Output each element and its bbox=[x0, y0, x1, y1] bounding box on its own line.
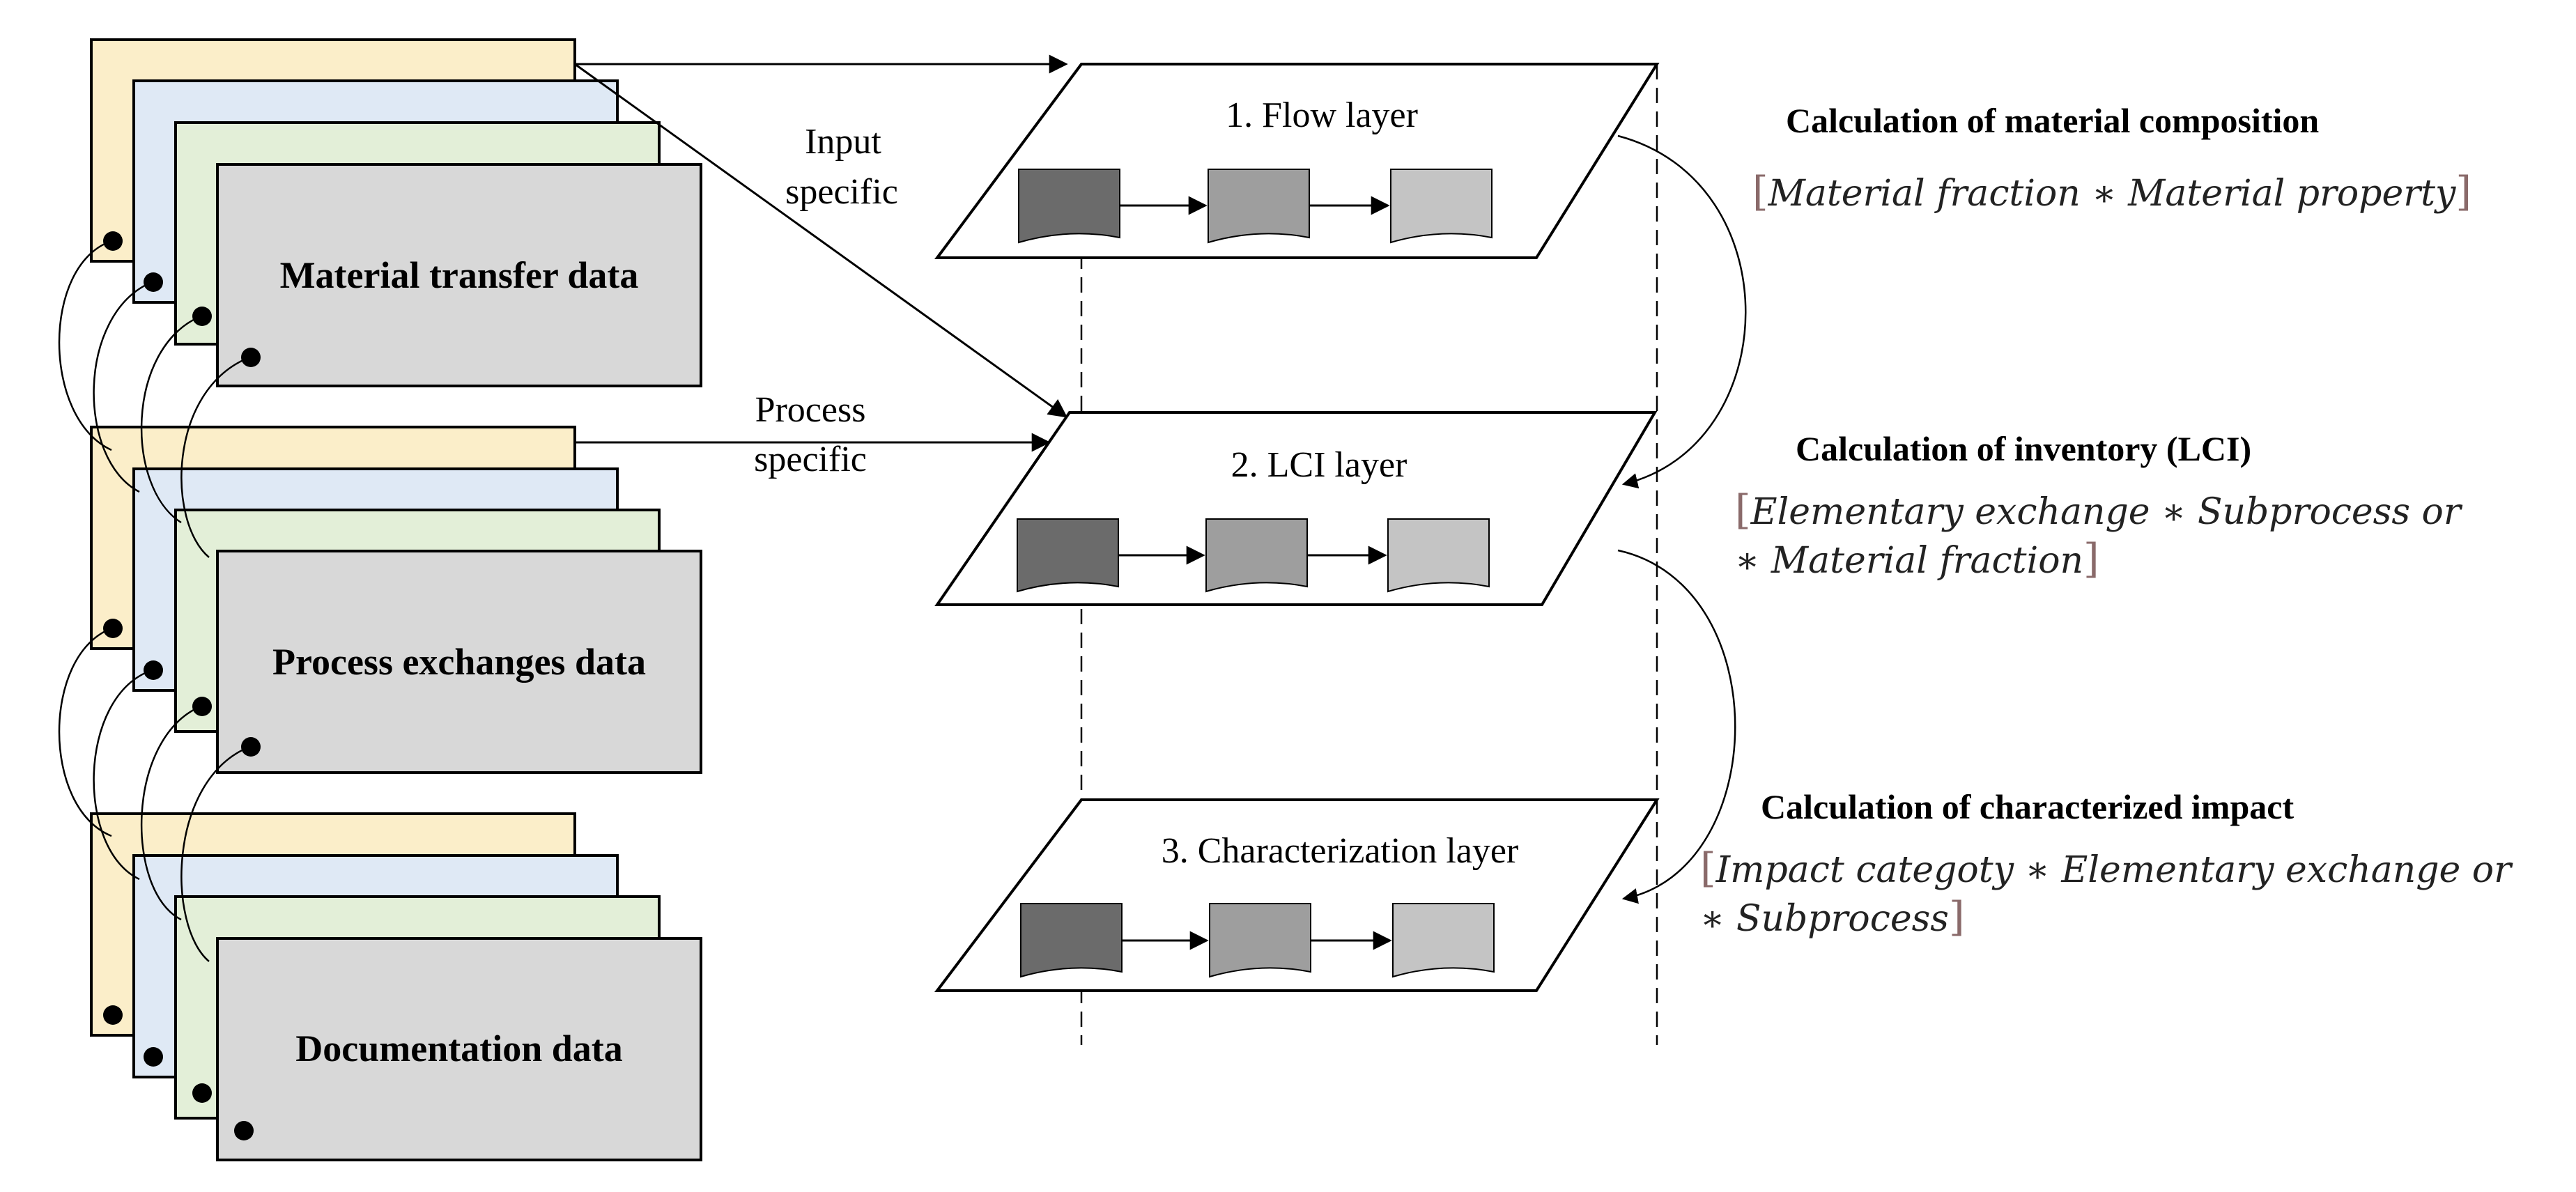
document-icon bbox=[1392, 903, 1495, 978]
document-icon bbox=[1209, 903, 1311, 978]
connector-dot bbox=[144, 1047, 163, 1067]
layer-characterization: 3. Characterization layer bbox=[934, 798, 1660, 992]
calc-material-composition: Calculation of material composition [Mat… bbox=[1752, 101, 2471, 215]
connector-dot bbox=[103, 619, 123, 638]
layer-title-lci: 2. LCI layer bbox=[1231, 445, 1407, 485]
calc-characterized-impact: Calculation of characterized impact [Imp… bbox=[1700, 787, 2513, 941]
stack-title-documentation: Documentation data bbox=[295, 1028, 623, 1069]
calc-formula-line2: ∗ Material fraction] bbox=[1735, 535, 2099, 582]
layer-transition-arrows bbox=[1617, 134, 1747, 904]
connector-dot bbox=[192, 307, 212, 326]
input-specific-label-line2: specific bbox=[785, 172, 898, 212]
document-icon bbox=[1018, 169, 1120, 244]
calc-formula: [Elementary exchange ∗ Subprocess or bbox=[1735, 486, 2463, 534]
input-specific-label: Input bbox=[805, 122, 881, 162]
process-specific-label: Process bbox=[755, 390, 866, 430]
layer-flow: 1. Flow layer bbox=[934, 63, 1660, 259]
process-specific-label-line2: specific bbox=[754, 440, 867, 479]
connector-dot bbox=[234, 1121, 254, 1140]
stack-sheet-front bbox=[216, 163, 702, 387]
data-arrows bbox=[574, 54, 1068, 452]
document-icon bbox=[1017, 518, 1119, 593]
calc-formula: [Impact categoty ∗ Elementary exchange o… bbox=[1700, 844, 2513, 892]
stack-process-exchanges: Process exchanges data bbox=[90, 426, 702, 774]
layer-title-characterization: 3. Characterization layer bbox=[1162, 831, 1519, 871]
layer-lci: 2. LCI layer bbox=[934, 411, 1658, 606]
calc-title: Calculation of material composition bbox=[1786, 101, 2319, 140]
calc-formula: [Material fraction ∗ Material property] bbox=[1752, 168, 2471, 215]
document-icon bbox=[1020, 903, 1123, 978]
connector-dot bbox=[192, 1083, 212, 1103]
calc-title: Calculation of characterized impact bbox=[1761, 787, 2294, 826]
document-icon bbox=[1208, 169, 1310, 244]
connector-dot bbox=[241, 737, 261, 757]
stack-material-transfer: Material transfer data bbox=[90, 38, 702, 387]
stack-title-material-transfer: Material transfer data bbox=[280, 254, 639, 296]
stack-sheet-front bbox=[216, 550, 702, 774]
document-icon bbox=[1387, 518, 1490, 593]
calc-inventory: Calculation of inventory (LCI) [Elementa… bbox=[1735, 429, 2463, 582]
calc-formula-line2: ∗ Subprocess] bbox=[1700, 893, 1965, 941]
stack-sheet-front bbox=[216, 937, 702, 1161]
connector-dot bbox=[103, 1005, 123, 1025]
document-icon bbox=[1205, 518, 1308, 593]
stack-link-curves bbox=[58, 240, 250, 962]
connector-dot bbox=[241, 348, 261, 367]
stack-title-process-exchanges: Process exchanges data bbox=[272, 641, 646, 683]
connector-dot bbox=[144, 660, 163, 680]
connector-dot bbox=[144, 272, 163, 292]
stack-documentation: Documentation data bbox=[90, 812, 702, 1161]
calc-title: Calculation of inventory (LCI) bbox=[1796, 429, 2251, 468]
document-icon bbox=[1390, 169, 1493, 244]
connector-dot bbox=[192, 697, 212, 716]
connector-dot bbox=[103, 231, 123, 251]
layer-title-flow: 1. Flow layer bbox=[1226, 95, 1418, 135]
